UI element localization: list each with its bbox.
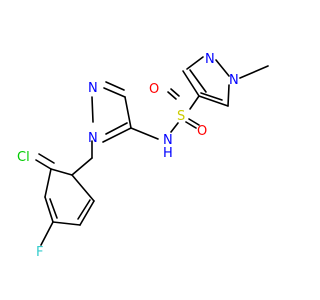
bond xyxy=(189,95,200,110)
bond xyxy=(44,196,54,223)
atom-label: O xyxy=(149,82,159,97)
bond xyxy=(77,199,91,220)
bond xyxy=(200,92,223,101)
atom-label: F xyxy=(36,245,43,260)
bond xyxy=(105,122,128,135)
bond xyxy=(38,153,55,164)
bond xyxy=(239,65,269,79)
bond xyxy=(71,174,95,202)
bond xyxy=(91,96,94,123)
bond xyxy=(185,121,197,129)
bond xyxy=(198,95,229,107)
bond xyxy=(170,88,180,97)
atom-label: S xyxy=(177,109,185,124)
bond xyxy=(189,69,207,93)
structure-svg: N N S O O N H N N Cl F xyxy=(17,52,269,260)
bond xyxy=(40,221,54,246)
atom-label: O xyxy=(197,124,207,139)
atom-label: N xyxy=(229,73,239,88)
bond xyxy=(102,127,132,143)
bond xyxy=(52,221,81,226)
bond xyxy=(79,200,95,226)
atom-label: Cl xyxy=(17,150,30,165)
atom-label: N xyxy=(163,133,173,148)
bond xyxy=(186,56,204,70)
bond xyxy=(182,70,200,97)
bond xyxy=(44,168,52,198)
bond xyxy=(49,198,58,219)
atom-label: N xyxy=(88,131,98,146)
atom-label: H xyxy=(163,146,173,161)
bond xyxy=(105,81,125,91)
bond xyxy=(124,96,132,129)
atom-label: N xyxy=(88,81,98,96)
bond xyxy=(130,127,159,140)
bond xyxy=(167,91,177,100)
bond xyxy=(71,157,93,176)
bond xyxy=(215,59,230,77)
bond xyxy=(50,168,73,176)
atom-label: N xyxy=(205,52,215,67)
bond xyxy=(188,118,200,126)
molecule-diagram: N N S O O N H N N Cl F xyxy=(17,52,269,260)
bond xyxy=(103,87,126,98)
bond xyxy=(227,84,230,107)
bond xyxy=(35,159,52,170)
bond xyxy=(170,122,179,133)
